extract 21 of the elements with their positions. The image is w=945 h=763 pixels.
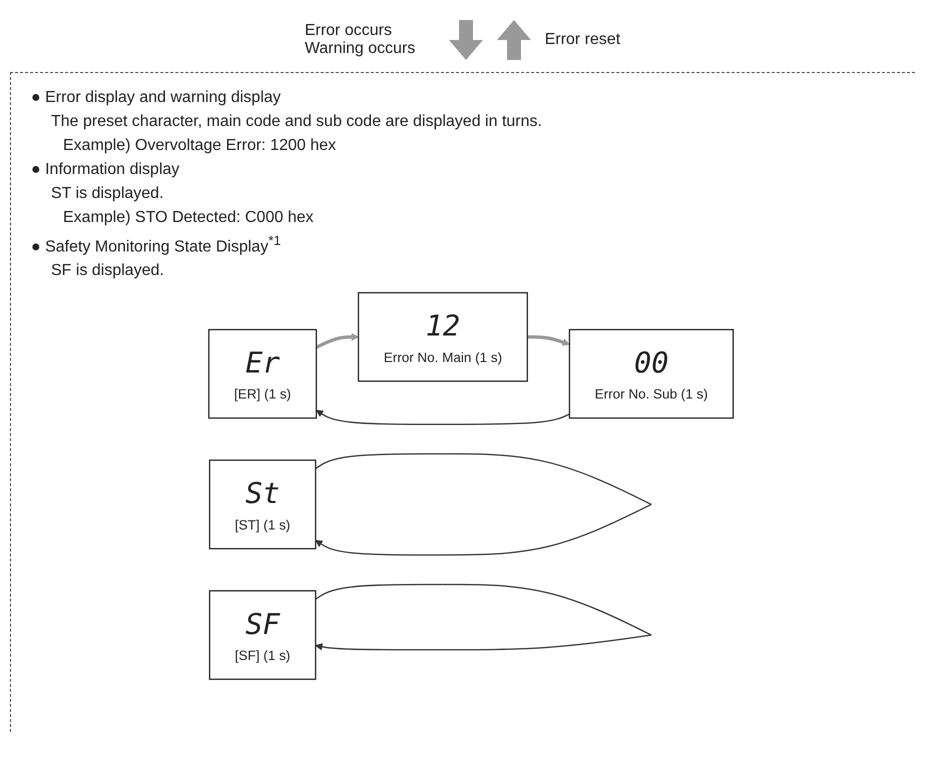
body-text: Example) STO Detected: C000 hex (63, 209, 314, 227)
arrow (315, 584, 652, 651)
node-box (208, 460, 316, 550)
section-heading: ● Error display and warning display (31, 89, 282, 107)
node-box (208, 329, 317, 420)
node-box (358, 292, 528, 382)
note-text: Error reset (544, 31, 620, 49)
arrow (316, 410, 570, 426)
node-box (568, 329, 734, 420)
body-text: SF is displayed. (51, 262, 165, 280)
arrow (527, 336, 570, 346)
node-box (208, 590, 316, 680)
body-text: Example) Overvoltage Error: 1200 hex (63, 137, 338, 155)
arrow (315, 454, 652, 556)
section-heading: ● Safety Monitoring State Display$^{*1}$ (31, 233, 282, 256)
body-text: ST is displayed. (51, 185, 165, 203)
arrow (316, 334, 359, 350)
dashed-frame: ● Error display and warning display The preset character, main code and sub code are displayed in turns. Example) Overvoltage Error: 1200 hex ● Information display ST is displayed. Example) STO Detected: C000 hex ● Safety Monitoring State Display$^{*1}$ SF is displayed. Er [ER] (1 s) 12 Error No. Main (1 s) 00 Error No. Sub (1 s) St [ST] (1 s) SF [SF] (1 s) (10, 72, 915, 732)
section-heading: ● Information display (31, 161, 180, 179)
body-text: The preset character, main code and sub code are displayed in turns. (51, 113, 543, 131)
note-text: Error occurs Warning occurs (304, 22, 416, 58)
